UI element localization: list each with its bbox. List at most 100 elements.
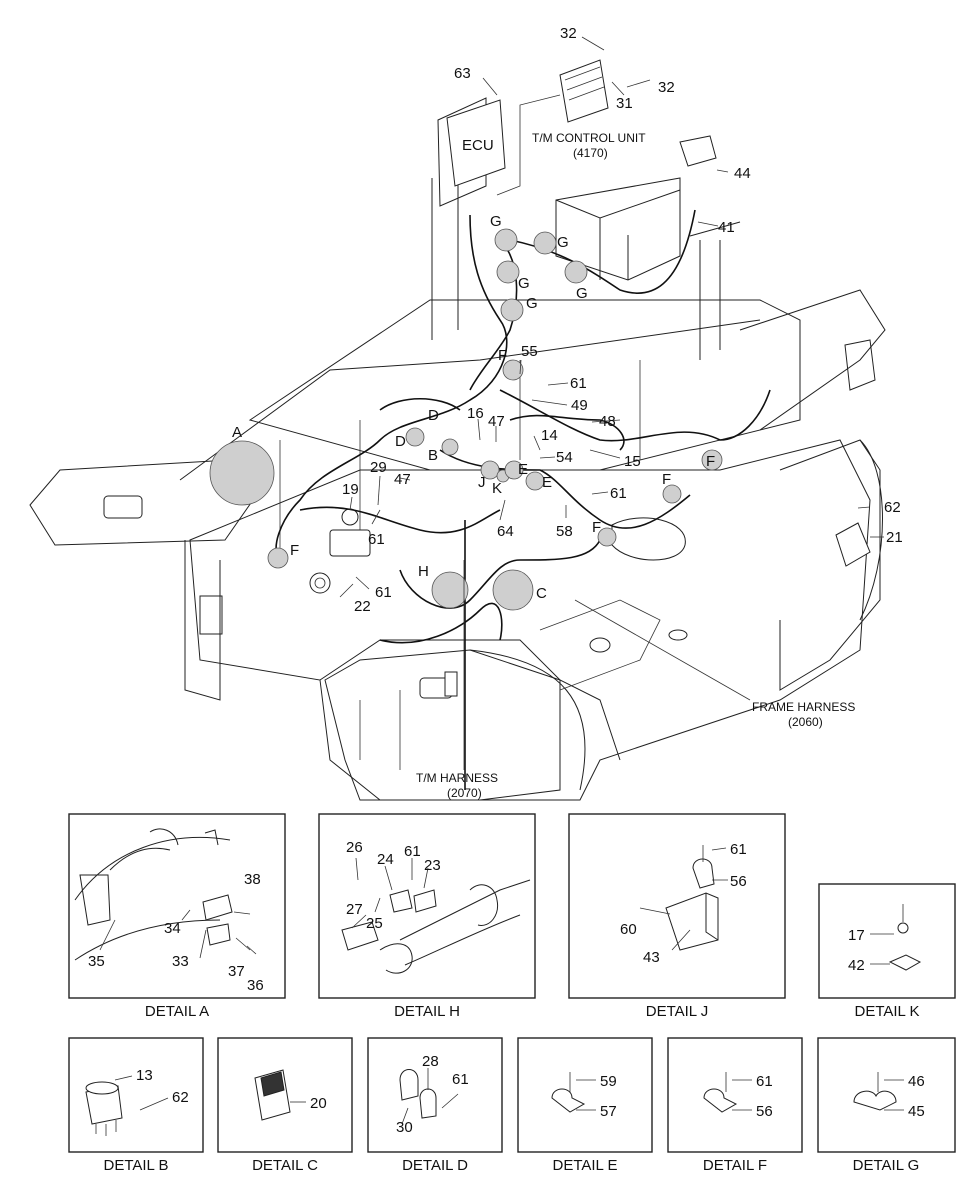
callout-54: 54 xyxy=(556,449,573,466)
detail-g-caption: DETAIL G xyxy=(853,1157,920,1174)
marker-A xyxy=(209,440,275,506)
marker-G4 xyxy=(564,260,588,284)
detail-e-callout-57: 57 xyxy=(600,1103,617,1120)
relay-44 xyxy=(679,135,717,167)
marker-H-label: H xyxy=(418,563,429,580)
detail-j-callout-60: 60 xyxy=(620,921,637,938)
detail-a-callout-35: 35 xyxy=(88,953,105,970)
marker-B-label: B xyxy=(428,447,438,464)
marker-F2-label: F xyxy=(706,453,715,470)
marker-G3-label: G xyxy=(518,275,530,292)
marker-K-label: K xyxy=(492,480,502,497)
marker-G2-label: G xyxy=(557,234,569,251)
detail-d-callout-30: 30 xyxy=(396,1119,413,1136)
callout-48: 48 xyxy=(599,413,616,430)
detail-j-callout-56: 56 xyxy=(730,873,747,890)
detail-a-callout-33: 33 xyxy=(172,953,189,970)
marker-G5-label: G xyxy=(526,295,538,312)
detail-h-callout-61: 61 xyxy=(404,843,421,860)
marker-F3 xyxy=(662,484,682,504)
marker-E2-label: E xyxy=(542,474,552,491)
callout-19: 19 xyxy=(342,481,359,498)
detail-f-panel: 61 56 DETAIL F xyxy=(667,1037,803,1174)
ecu-module: ECU xyxy=(446,99,506,187)
main-callouts: 32 32 31 63 44 41 55 61 49 48 16 47 14 5… xyxy=(342,25,903,615)
callout-31: 31 xyxy=(616,95,633,112)
detail-j-callout-61: 61 xyxy=(730,841,747,858)
detail-d-panel: 28 61 30 DETAIL D xyxy=(367,1037,503,1174)
detail-a-caption: DETAIL A xyxy=(145,1003,209,1020)
detail-c-panel: 20 DETAIL C xyxy=(217,1037,353,1174)
detail-d-callout-28: 28 xyxy=(422,1053,439,1070)
marker-J-label: J xyxy=(478,474,486,491)
callout-47b: 47 xyxy=(394,471,411,488)
marker-G5 xyxy=(500,298,524,322)
frame-harness-code: (2060) xyxy=(788,715,823,729)
marker-G3 xyxy=(496,260,520,284)
detail-a-panel: 38 34 35 33 37 36 DETAIL A xyxy=(68,813,286,1020)
marker-G2 xyxy=(533,231,557,255)
detail-f-callout-61: 61 xyxy=(756,1073,773,1090)
callout-15: 15 xyxy=(624,453,641,470)
marker-G1-label: G xyxy=(490,213,502,230)
detail-h-caption: DETAIL H xyxy=(394,1003,460,1020)
tm-harness-label: T/M HARNESS xyxy=(416,771,498,785)
marker-D xyxy=(405,427,425,447)
detail-d-caption: DETAIL D xyxy=(402,1157,468,1174)
callout-64: 64 xyxy=(497,523,514,540)
detail-a-callout-36: 36 xyxy=(247,977,264,994)
frame-harness-label: FRAME HARNESS xyxy=(752,700,855,714)
detail-g-callout-45: 45 xyxy=(908,1103,925,1120)
callout-49: 49 xyxy=(571,397,588,414)
callout-61c: 61 xyxy=(610,485,627,502)
marker-F4 xyxy=(597,527,617,547)
detail-g-panel: 46 45 DETAIL G xyxy=(817,1037,956,1174)
detail-b-caption: DETAIL B xyxy=(103,1157,168,1174)
marker-F2 xyxy=(701,449,723,471)
frame-assembly xyxy=(29,97,886,801)
detail-k-callout-17: 17 xyxy=(848,927,865,944)
detail-h-callout-23: 23 xyxy=(424,857,441,874)
wire-harness xyxy=(275,209,771,790)
marker-G1 xyxy=(494,228,518,252)
marker-H xyxy=(431,571,469,609)
marker-E2 xyxy=(525,471,545,491)
marker-F4-label: F xyxy=(592,519,601,536)
ecu-label: ECU xyxy=(462,137,494,154)
callout-47a: 47 xyxy=(488,413,505,430)
tm-control-unit: T/M CONTROL UNIT (4170) xyxy=(532,59,646,160)
detail-c-callout-20: 20 xyxy=(310,1095,327,1112)
detail-h-callout-25: 25 xyxy=(366,915,383,932)
marker-F3-label: F xyxy=(662,471,671,488)
marker-J xyxy=(480,460,500,480)
buzzer-21 xyxy=(835,522,871,567)
detail-e-callout-59: 59 xyxy=(600,1073,617,1090)
callout-61a: 61 xyxy=(570,375,587,392)
callout-44: 44 xyxy=(734,165,751,182)
callout-21: 21 xyxy=(886,529,903,546)
detail-e-caption: DETAIL E xyxy=(552,1157,617,1174)
detail-h-callout-26: 26 xyxy=(346,839,363,856)
callout-29: 29 xyxy=(370,459,387,476)
detail-a-callout-38: 38 xyxy=(244,871,261,888)
detail-j-panel: 61 56 60 43 DETAIL J xyxy=(568,813,786,1020)
callout-62: 62 xyxy=(884,499,901,516)
marker-F1 xyxy=(502,359,524,381)
callout-61b: 61 xyxy=(368,531,385,548)
detail-h-callout-27: 27 xyxy=(346,901,363,918)
marker-C xyxy=(492,569,534,611)
marker-D-label: D xyxy=(395,433,406,450)
detail-b-panel: 13 62 DETAIL B xyxy=(68,1037,204,1174)
marker-A-label: A xyxy=(232,424,242,441)
detail-f-callout-56: 56 xyxy=(756,1103,773,1120)
detail-b-callout-13: 13 xyxy=(136,1067,153,1084)
detail-j-caption: DETAIL J xyxy=(646,1003,709,1020)
tm-control-unit-code: (4170) xyxy=(573,146,608,160)
callout-32b: 32 xyxy=(658,79,675,96)
detail-h-callout-24: 24 xyxy=(377,851,394,868)
detail-h-panel: 26 24 61 23 27 25 DETAIL H xyxy=(318,813,536,1020)
tm-control-unit-label: T/M CONTROL UNIT xyxy=(532,131,646,145)
marker-F1-label: F xyxy=(498,347,507,364)
marker-E1-label: E xyxy=(518,461,528,478)
